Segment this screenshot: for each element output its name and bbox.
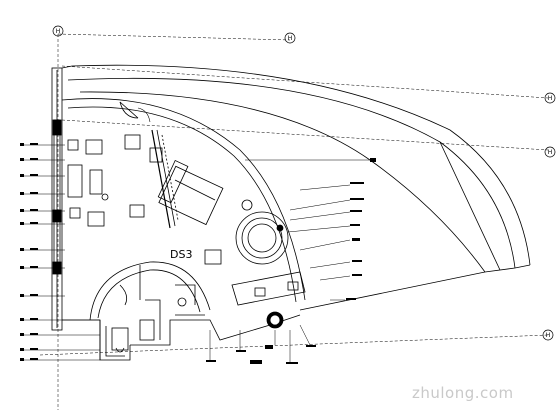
tv-partition [151,129,179,229]
axis-letter-right-1: H [548,95,553,102]
leader-lines-right [245,159,375,301]
axis-bubble-right-1 [544,92,556,104]
round-bathtub [235,199,289,265]
vanity-counter [231,271,306,306]
axis-letter-right-2: H [548,149,553,156]
round-column [266,311,284,329]
outer-facade [61,64,531,311]
grid-axis-bubbles [52,25,556,341]
leader-lines-bottom [209,324,311,362]
bathroom-walls [89,261,211,340]
room-label: DS3 [170,248,192,261]
leader-tags-left [20,143,38,361]
axis-bubble-right-2 [544,146,556,158]
door-swing [137,107,151,123]
furniture [67,134,222,265]
axis-letter-top-left: H [56,28,61,35]
watermark: zhulong.com [412,384,514,402]
grid-lines [39,33,549,410]
axis-letter-right-3: H [546,332,551,339]
bath-fixtures [111,284,196,353]
leader-tags-bottom [206,345,316,364]
left-exterior-wall [51,67,63,331]
axis-bubble-top [284,32,296,44]
leader-tags-right [346,158,376,300]
axis-bubble-top-left [52,25,64,37]
axis-letter-top: H [288,35,293,42]
axis-bubble-letters: H H H H H [56,28,553,339]
axis-bubble-right-3 [542,329,554,341]
